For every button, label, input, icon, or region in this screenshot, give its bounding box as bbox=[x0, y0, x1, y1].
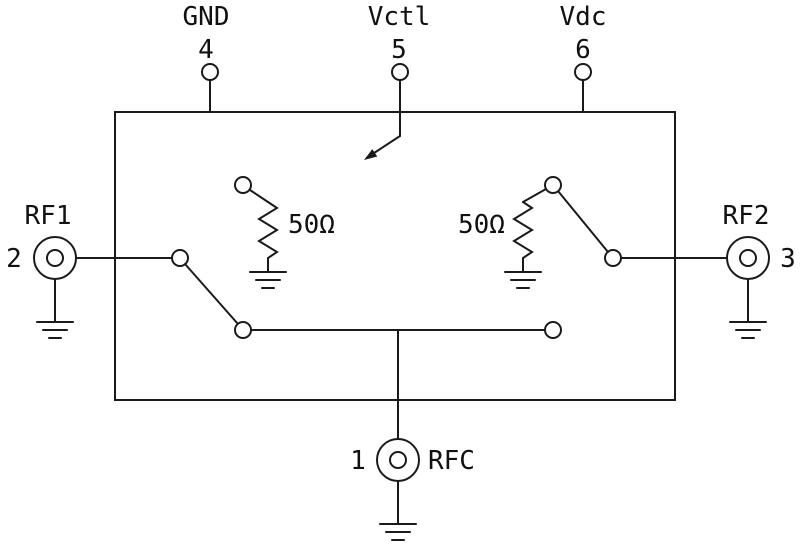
rf1-pin-number: 2 bbox=[6, 244, 22, 274]
port-rfc: 1 RFC bbox=[350, 438, 475, 541]
vdc-pin-number: 6 bbox=[575, 35, 591, 65]
vctl-label: Vctl bbox=[368, 2, 431, 32]
vdc-terminal-circle bbox=[574, 63, 592, 81]
common-contact-left-circle bbox=[234, 321, 252, 339]
rf1-label: RF1 bbox=[25, 201, 72, 231]
rf2-label: RF2 bbox=[723, 201, 770, 231]
vctl-terminal-circle bbox=[391, 63, 409, 81]
vctl-control-arrowhead-icon bbox=[364, 149, 378, 160]
rf2-contact-circle bbox=[604, 249, 622, 267]
rf1-contact-circle bbox=[171, 249, 189, 267]
termination-right: 50Ω bbox=[458, 176, 562, 289]
resistor-left-value-label: 50Ω bbox=[288, 210, 335, 240]
rf2-pin-number: 3 bbox=[780, 244, 796, 274]
pin-gnd: GND 4 bbox=[183, 2, 230, 113]
rf2-connector-inner bbox=[739, 249, 757, 267]
pin-vdc: Vdc 6 bbox=[560, 2, 607, 113]
termination-right-contact-circle bbox=[544, 176, 562, 194]
component-outline bbox=[114, 111, 676, 401]
gnd-label: GND bbox=[183, 2, 230, 32]
rf1-connector-inner bbox=[46, 249, 64, 267]
rfc-connector-inner bbox=[389, 451, 407, 469]
vctl-pin-number: 5 bbox=[391, 35, 407, 65]
common-bus bbox=[234, 321, 562, 440]
gnd-pin-number: 4 bbox=[198, 35, 214, 65]
common-contact-right-circle bbox=[544, 321, 562, 339]
termination-left: 50Ω bbox=[234, 176, 335, 289]
port-rf1: RF1 2 bbox=[6, 201, 189, 339]
resistor-left-zigzag bbox=[257, 201, 279, 263]
port-rf2: RF2 3 bbox=[604, 201, 796, 339]
resistor-right-zigzag bbox=[512, 201, 534, 263]
pin-vctl: Vctl 5 bbox=[364, 2, 430, 160]
termination-left-stub bbox=[249, 189, 269, 203]
gnd-terminal-circle bbox=[201, 63, 219, 81]
vdc-label: Vdc bbox=[560, 2, 607, 32]
resistor-right-value-label: 50Ω bbox=[458, 210, 505, 240]
termination-left-contact-circle bbox=[234, 176, 252, 194]
switch-arm-right bbox=[557, 190, 609, 253]
switch-arm-left bbox=[184, 263, 239, 325]
rfc-label: RFC bbox=[428, 446, 475, 476]
termination-right-stub bbox=[522, 188, 547, 203]
rfc-pin-number: 1 bbox=[350, 446, 366, 476]
vctl-control-arrow-shaft bbox=[373, 135, 401, 154]
